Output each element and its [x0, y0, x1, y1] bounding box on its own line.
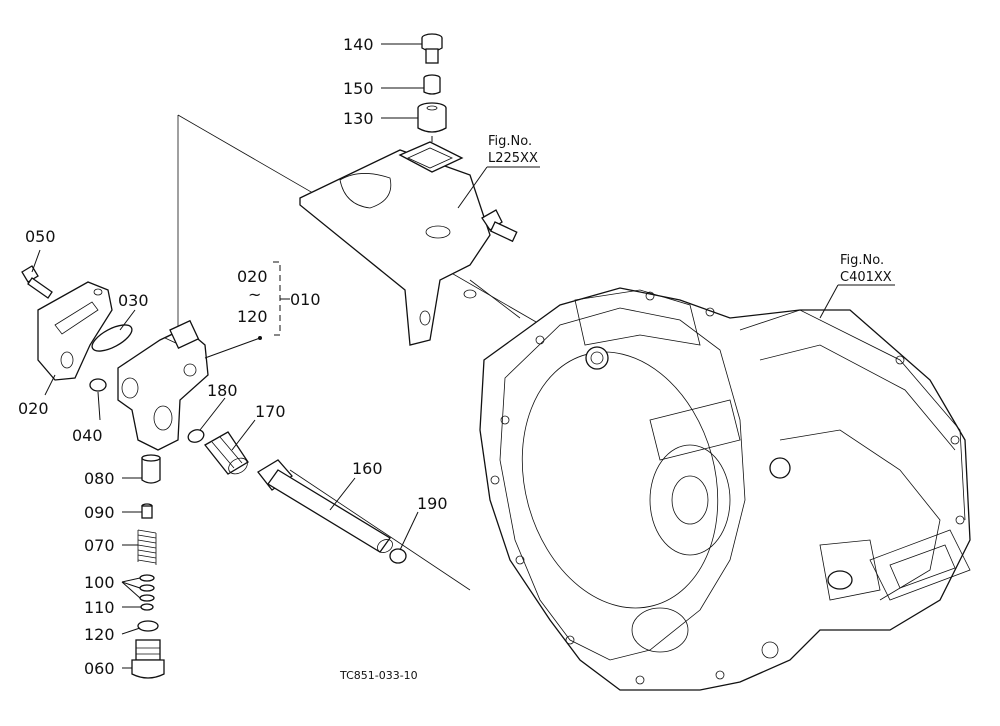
- callout-060: 060: [84, 659, 115, 678]
- callout-170: 170: [255, 402, 286, 421]
- callout-040: 040: [72, 426, 103, 445]
- group-range-from: 020: [237, 267, 268, 286]
- callout-110: 110: [84, 598, 115, 617]
- fig-ref-l225-number: L225XX: [488, 151, 538, 166]
- callout-labels: 140 150 130 050 030 020 040 180 170 160 …: [18, 35, 448, 678]
- top-stack-parts: [417, 33, 447, 250]
- callout-080: 080: [84, 469, 115, 488]
- callout-020: 020: [18, 399, 49, 418]
- group-range-to: 120: [237, 307, 268, 326]
- lower-valve-stack: [131, 454, 165, 679]
- callout-100: 100: [84, 573, 115, 592]
- pipe-group: [187, 429, 407, 564]
- callout-050: 050: [25, 227, 56, 246]
- fig-ref-c401-number: C401XX: [840, 270, 892, 285]
- callout-120: 120: [84, 625, 115, 644]
- valve-body-group: [21, 265, 209, 451]
- callout-180: 180: [207, 381, 238, 400]
- leader-lines: [31, 43, 895, 669]
- group-assembly-number: 010: [290, 290, 321, 309]
- callout-130: 130: [343, 109, 374, 128]
- fig-ref-l225-label: Fig.No.: [488, 134, 532, 149]
- figure-references: Fig.No. L225XX Fig.No. C401XX: [488, 134, 892, 285]
- fig-ref-c401-label: Fig.No.: [840, 253, 884, 268]
- callout-160: 160: [352, 459, 383, 478]
- drawing-code: TC851-033-10: [339, 669, 418, 682]
- callout-090: 090: [84, 503, 115, 522]
- bracket: [299, 141, 518, 346]
- callout-150: 150: [343, 79, 374, 98]
- group-range-tilde: ~: [248, 285, 261, 304]
- callout-140: 140: [343, 35, 374, 54]
- callout-190: 190: [417, 494, 448, 513]
- callout-070: 070: [84, 536, 115, 555]
- transmission-housing: [479, 287, 971, 691]
- callout-030: 030: [118, 291, 149, 310]
